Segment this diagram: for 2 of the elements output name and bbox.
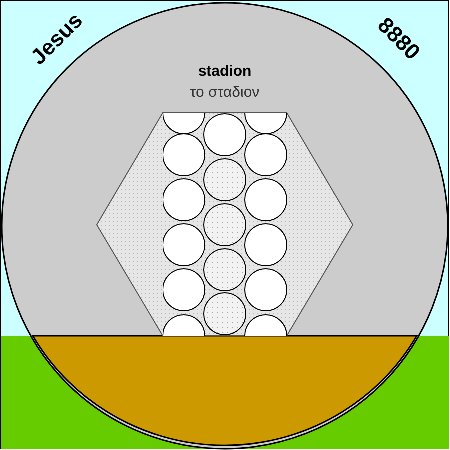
subtitle-label: το σταδιον bbox=[190, 84, 260, 101]
title-label: stadion bbox=[198, 63, 252, 80]
